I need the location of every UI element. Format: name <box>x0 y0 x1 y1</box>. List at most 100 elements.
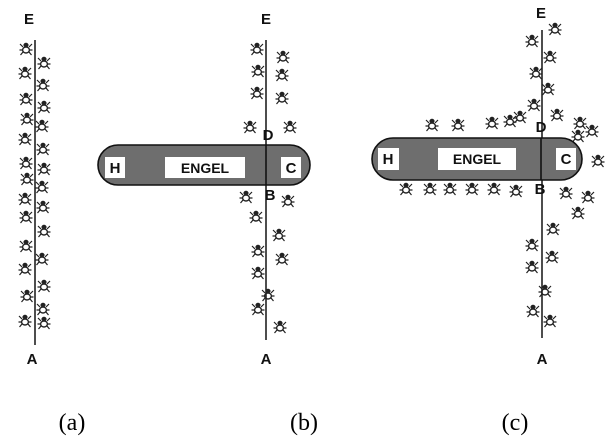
panel-c-engel-box <box>438 148 516 170</box>
ant-icon <box>250 64 266 78</box>
ant-icon <box>570 206 586 220</box>
panel-b-label-c: C <box>286 160 297 177</box>
panel-a: E A (a) <box>17 11 86 436</box>
ant-icon <box>524 34 540 48</box>
ant-icon <box>275 50 291 64</box>
panel-c-label-d: D <box>536 119 547 136</box>
ant-icon <box>590 154 606 168</box>
panel-b-h-box <box>105 157 125 178</box>
ant-icon <box>18 92 34 106</box>
ant-icon <box>35 200 51 214</box>
ant-icon <box>19 289 35 303</box>
panel-b-caption: (b) <box>290 410 318 436</box>
ant-icon <box>17 314 33 328</box>
ant-icon <box>36 279 52 293</box>
panel-c-label-c: C <box>561 151 572 168</box>
ant-icon <box>274 91 290 105</box>
panel-b-label-h: H <box>110 160 121 177</box>
ant-icon <box>250 244 266 258</box>
ant-icon <box>242 120 258 134</box>
ant-icon <box>542 314 558 328</box>
panel-b-label-a: A <box>261 351 272 368</box>
panel-c-label-h: H <box>383 151 394 168</box>
panel-c-c-box <box>556 148 576 170</box>
ant-icon <box>525 304 541 318</box>
ant-icon <box>250 266 266 280</box>
ant-icon <box>272 320 288 334</box>
ant-icon <box>18 42 34 56</box>
ant-icon <box>18 210 34 224</box>
ant-icon <box>545 222 561 236</box>
ant-icon <box>542 50 558 64</box>
ant-icon <box>249 42 265 56</box>
panel-c-label-b: B <box>535 181 546 198</box>
ant-icon <box>508 184 524 198</box>
ant-icon <box>34 180 50 194</box>
ant-icon <box>250 302 266 316</box>
ant-icon <box>526 98 542 112</box>
ant-icon <box>17 132 33 146</box>
ant-icon <box>274 68 290 82</box>
panel-c: E H ENGEL C D B <box>371 5 606 436</box>
ant-icon <box>36 316 52 330</box>
ant-icon <box>502 114 518 128</box>
ant-icon <box>282 120 298 134</box>
ant-icon <box>36 56 52 70</box>
panel-b-label-d: D <box>263 127 274 144</box>
ant-icon <box>17 66 33 80</box>
ant-icon <box>540 82 556 96</box>
ant-icon <box>274 252 290 266</box>
ant-icon <box>450 118 466 132</box>
panel-b: E H ENGEL C D B A (b) <box>97 11 318 436</box>
panel-b-c-box <box>281 157 301 178</box>
ant-icon <box>549 108 565 122</box>
ant-icon <box>36 162 52 176</box>
ant-icon <box>424 118 440 132</box>
ant-icon <box>36 224 52 238</box>
ant-icon <box>36 100 52 114</box>
ant-icon <box>35 302 51 316</box>
panel-c-engel-label: ENGEL <box>453 151 502 167</box>
ant-icon <box>17 192 33 206</box>
ant-icon <box>442 182 458 196</box>
ant-icon <box>34 252 50 266</box>
ant-icon <box>570 129 586 143</box>
ant-icon <box>18 239 34 253</box>
ant-icon <box>280 194 296 208</box>
ant-icon <box>544 250 560 264</box>
panel-b-label-b: B <box>265 187 276 204</box>
panel-b-engel-box <box>165 157 245 178</box>
panel-c-label-a: A <box>537 351 548 368</box>
panel-c-label-e: E <box>536 5 546 22</box>
ant-icon <box>580 190 596 204</box>
panel-a-label-a: A <box>27 351 38 368</box>
ant-icon <box>537 284 553 298</box>
ant-icon <box>486 182 502 196</box>
ant-icon <box>524 238 540 252</box>
panel-c-caption: (c) <box>502 410 529 436</box>
ant-icon <box>35 78 51 92</box>
ant-icon <box>484 116 500 130</box>
panel-a-label-e: E <box>24 11 34 28</box>
panel-a-caption: (a) <box>59 410 86 436</box>
ant-icon <box>528 66 544 80</box>
ant-icon <box>547 22 563 36</box>
ant-icon <box>524 260 540 274</box>
ant-icon <box>398 182 414 196</box>
panel-c-h-box <box>378 148 399 170</box>
ant-icon <box>558 186 574 200</box>
ant-icon <box>19 112 35 126</box>
ant-icon <box>249 86 265 100</box>
ant-icon <box>584 124 600 138</box>
panel-b-label-e: E <box>261 11 271 28</box>
ant-icon <box>260 288 276 302</box>
ant-icon <box>18 156 34 170</box>
ant-icon <box>572 116 588 130</box>
ant-icon <box>422 182 438 196</box>
ant-icon <box>238 190 254 204</box>
ant-icon <box>35 142 51 156</box>
ant-icon <box>17 262 33 276</box>
ant-icon <box>19 172 35 186</box>
ant-icon <box>271 228 287 242</box>
